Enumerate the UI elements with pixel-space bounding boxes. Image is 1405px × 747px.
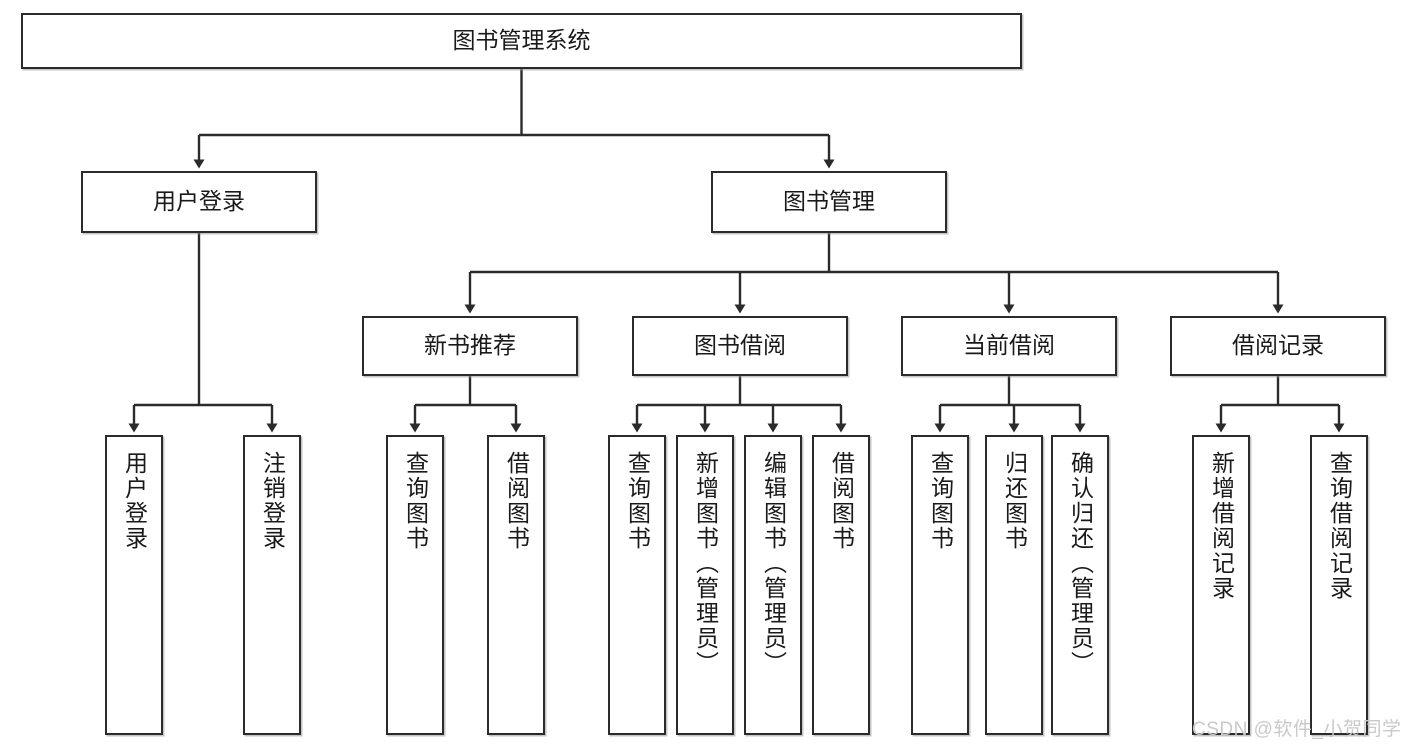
node-box-leaf-add-book: 新增图书（管理员） bbox=[676, 435, 734, 735]
node-box-leaf-confirm-return: 确认归还（管理员） bbox=[1051, 435, 1109, 735]
node-box-leaf-logout: 注销登录 bbox=[243, 435, 301, 735]
node-label-leaf-edit-book: 编辑图书（管理员） bbox=[760, 451, 787, 676]
node-label-leaf-query-book-borrow: 查询图书 bbox=[624, 451, 651, 551]
node-label-leaf-confirm-return: 确认归还（管理员） bbox=[1067, 451, 1094, 676]
node-label-leaf-user-login: 用户登录 bbox=[121, 451, 148, 551]
node-label-current-borrow: 当前借阅 bbox=[963, 332, 1055, 359]
node-label-leaf-add-book: 新增图书（管理员） bbox=[692, 451, 719, 676]
node-label-book-borrow: 图书借阅 bbox=[694, 332, 786, 359]
node-label-borrow-record: 借阅记录 bbox=[1232, 332, 1324, 359]
node-label-leaf-query-book-rec: 查询图书 bbox=[402, 451, 429, 551]
node-box-current-borrow: 当前借阅 bbox=[901, 316, 1117, 376]
node-box-borrow-record: 借阅记录 bbox=[1170, 316, 1386, 376]
node-box-leaf-query-record: 查询借阅记录 bbox=[1310, 435, 1368, 735]
node-label-leaf-query-record: 查询借阅记录 bbox=[1326, 451, 1353, 601]
node-label-leaf-borrow-book: 借阅图书 bbox=[828, 451, 855, 551]
node-label-new-book-rec: 新书推荐 bbox=[424, 332, 516, 359]
node-label-leaf-return-book: 归还图书 bbox=[1001, 451, 1028, 551]
node-box-leaf-query-book-cur: 查询图书 bbox=[911, 435, 969, 735]
node-box-leaf-user-login: 用户登录 bbox=[105, 435, 163, 735]
node-label-book-manage: 图书管理 bbox=[783, 188, 875, 215]
node-box-book-manage: 图书管理 bbox=[711, 171, 947, 233]
node-box-leaf-add-record: 新增借阅记录 bbox=[1192, 435, 1250, 735]
node-box-user-login: 用户登录 bbox=[81, 171, 317, 233]
node-label-leaf-logout: 注销登录 bbox=[259, 451, 286, 551]
node-box-leaf-return-book: 归还图书 bbox=[985, 435, 1043, 735]
node-label-user-login: 用户登录 bbox=[153, 188, 245, 215]
node-box-leaf-borrow-book-rec: 借阅图书 bbox=[487, 435, 545, 735]
node-label-leaf-borrow-book-rec: 借阅图书 bbox=[503, 451, 530, 551]
node-box-leaf-edit-book: 编辑图书（管理员） bbox=[744, 435, 802, 735]
node-box-root: 图书管理系统 bbox=[21, 13, 1022, 69]
node-label-leaf-add-record: 新增借阅记录 bbox=[1208, 451, 1235, 601]
node-box-leaf-borrow-book: 借阅图书 bbox=[812, 435, 870, 735]
node-label-leaf-query-book-cur: 查询图书 bbox=[927, 451, 954, 551]
watermark-text: CSDN @软件_小贺同学 bbox=[1192, 719, 1402, 740]
node-label-root: 图书管理系统 bbox=[452, 27, 591, 54]
node-box-leaf-query-book-rec: 查询图书 bbox=[386, 435, 444, 735]
node-box-leaf-query-book-borrow: 查询图书 bbox=[608, 435, 666, 735]
node-box-new-book-rec: 新书推荐 bbox=[362, 316, 578, 376]
node-box-book-borrow: 图书借阅 bbox=[632, 316, 848, 376]
